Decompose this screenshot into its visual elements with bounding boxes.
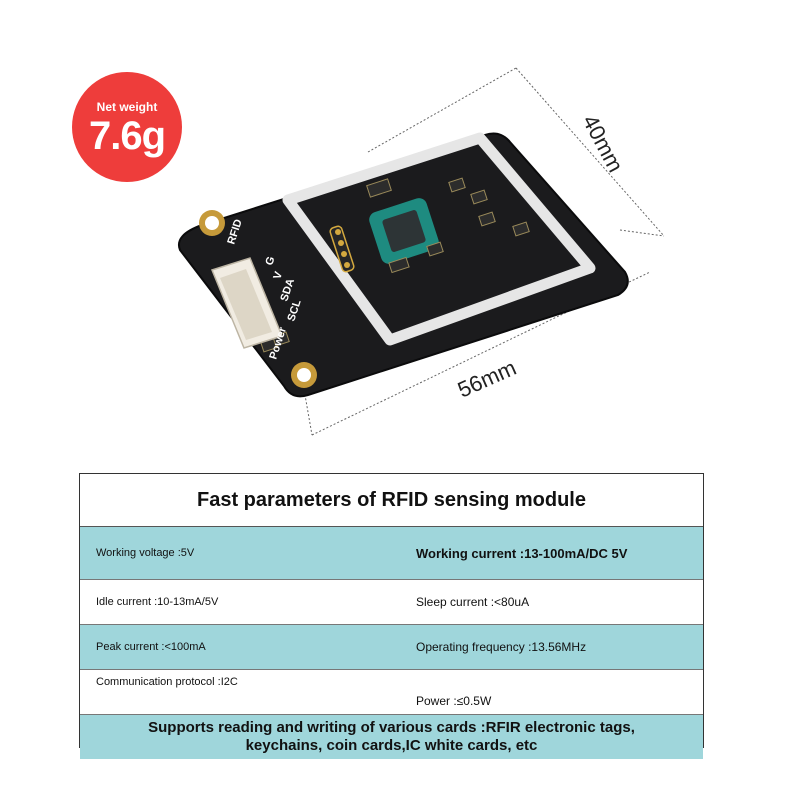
pcb-board: RFID Power G V SDA SCL [178, 132, 629, 398]
supported-cards-line-1: Supports reading and writing of various … [148, 719, 635, 736]
net-weight-badge: Net weight 7.6g [72, 72, 182, 182]
i2c-connector [210, 257, 284, 349]
param-idle-current: Idle current :10-13mA/5V [96, 596, 219, 608]
parameters-table: Fast parameters of RFID sensing module W… [79, 473, 704, 759]
param-operating-frequency: Operating frequency :13.56MHz [416, 640, 587, 654]
param-working-voltage: Working voltage :5V [96, 547, 195, 559]
supported-cards-note: Supports reading and writing of various … [80, 715, 703, 759]
pin-label-g: G [263, 255, 277, 267]
table-row: Idle current :10-13mA/5V Sleep current :… [80, 580, 703, 625]
net-weight-caption: Net weight [96, 100, 158, 114]
table-row: Peak current :<100mA Operating frequency… [80, 625, 703, 670]
height-dimension-label: 40mm [578, 111, 629, 177]
antenna-coil [282, 132, 596, 346]
param-working-current: Working current :13-100mA/DC 5V [416, 545, 628, 561]
param-power: Power :≤0.5W [416, 694, 492, 708]
rfid-chip [369, 198, 439, 264]
table-row: Communication protocol :I2C Power :≤0.5W [80, 670, 703, 715]
header-pads [329, 225, 355, 273]
pin-label-v: V [271, 270, 285, 281]
param-peak-current: Peak current :<100mA [96, 641, 206, 653]
param-communication-protocol: Communication protocol :I2C [96, 676, 238, 688]
supported-cards-line-2: keychains, coin cards,IC white cards, et… [245, 737, 538, 754]
param-sleep-current: Sleep current :<80uA [416, 595, 530, 609]
net-weight-value: 7.6g [88, 114, 166, 158]
rfid-module-image: 40mm 56mm [178, 67, 665, 436]
table-row: Working voltage :5V Working current :13-… [80, 527, 703, 580]
table-title: Fast parameters of RFID sensing module [80, 474, 703, 527]
